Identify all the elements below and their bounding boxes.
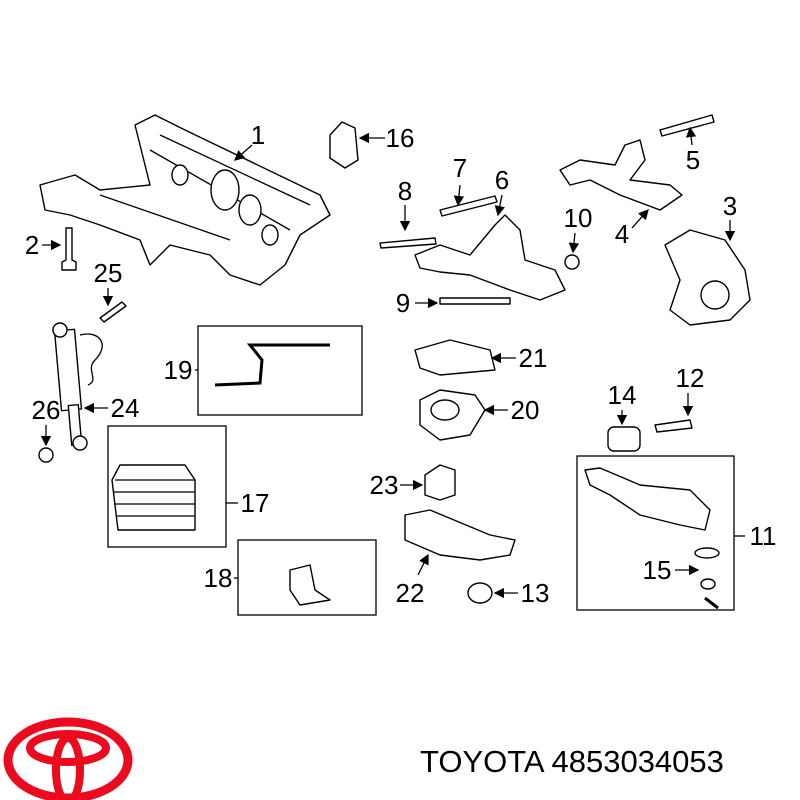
callout-26: 26 (31, 395, 61, 425)
callout-1: 1 (250, 120, 266, 150)
part-bolt-12 (654, 419, 693, 433)
callout-11: 11 (749, 521, 777, 551)
callout-7: 7 (452, 153, 468, 183)
callout-12: 12 (675, 363, 705, 393)
callout-5: 5 (685, 145, 701, 175)
callout-20: 20 (510, 395, 540, 425)
part-bolt-8 (379, 237, 437, 249)
part-bushing-13 (467, 582, 493, 604)
callout-15: 15 (642, 555, 672, 585)
part-bolt-2 (61, 227, 77, 271)
box-17 (107, 425, 227, 548)
part-bolt-7 (439, 195, 498, 217)
part-bolt-5 (659, 114, 715, 137)
callout-16: 16 (385, 123, 415, 153)
callout-23: 23 (369, 470, 399, 500)
callout-13: 13 (520, 578, 550, 608)
callout-25: 25 (93, 258, 123, 288)
part-23 (424, 464, 456, 501)
part-bolt-26 (38, 447, 54, 463)
callout-10: 10 (563, 203, 593, 233)
part-nut-10 (564, 254, 580, 270)
callout-18: 18 (203, 563, 233, 593)
leader-lines (40, 126, 745, 599)
part-arm-11 (584, 467, 711, 531)
callout-19: 19 (163, 355, 193, 385)
callout-4: 4 (614, 219, 630, 249)
callout-6: 6 (494, 165, 510, 195)
part-mount (329, 121, 359, 169)
callout-14: 14 (607, 380, 637, 410)
box-11 (576, 455, 735, 611)
part-bolt-25 (99, 301, 127, 323)
part-air-spring (111, 464, 196, 531)
part-bracket-21 (414, 339, 496, 376)
callout-22: 22 (395, 578, 425, 608)
part-knuckle (664, 229, 751, 326)
part-arm-6 (414, 214, 566, 301)
callout-9: 9 (395, 288, 411, 318)
part-number-caption: TOYOTA 4853034053 (420, 744, 724, 779)
toyota-logo (3, 717, 133, 800)
box-19 (197, 325, 363, 416)
callout-17: 17 (240, 488, 270, 518)
part-bolt-9 (439, 297, 511, 305)
part-shield-22 (404, 509, 516, 561)
callout-2: 2 (24, 230, 40, 260)
callout-3: 3 (722, 191, 738, 221)
callout-24: 24 (110, 393, 140, 423)
part-bushing-14 (607, 426, 641, 452)
part-shock-absorber (52, 322, 103, 451)
part-arm-4 (559, 139, 683, 211)
part-crossmember (39, 114, 331, 286)
callout-21: 21 (518, 343, 548, 373)
callout-8: 8 (397, 176, 413, 206)
